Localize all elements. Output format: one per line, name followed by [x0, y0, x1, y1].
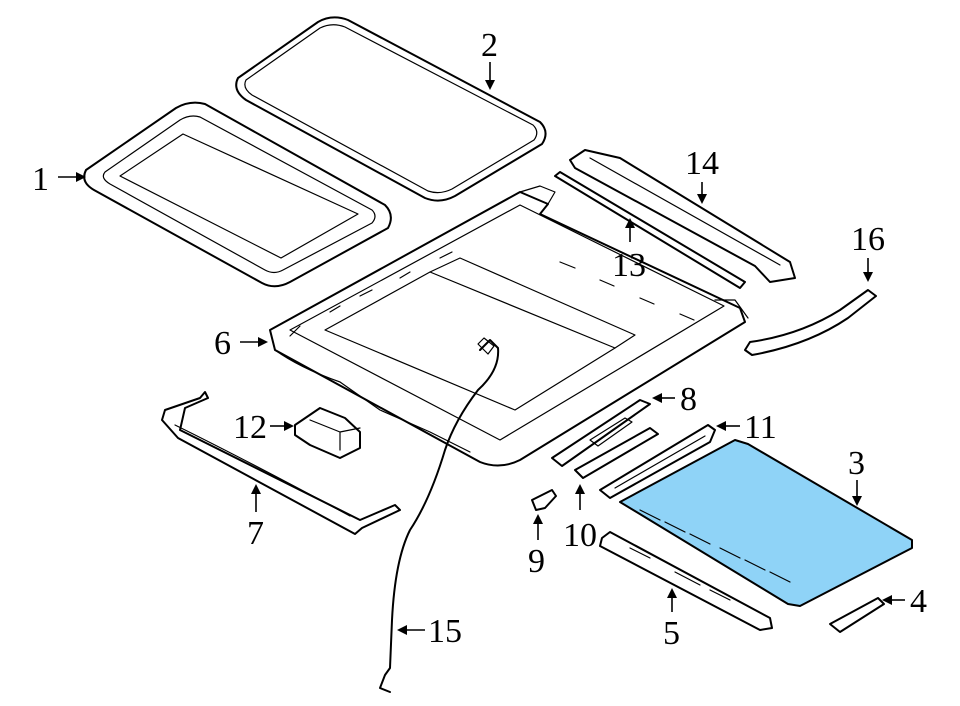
- callout-9: 9: [528, 543, 545, 580]
- callout-7: 7: [247, 515, 264, 552]
- part-1-glass-panel[interactable]: [83, 101, 392, 288]
- callout-2: 2: [481, 27, 498, 64]
- part-14-deflector[interactable]: [569, 149, 796, 283]
- callout-15: 15: [428, 613, 462, 650]
- part-7-front-guide[interactable]: [161, 391, 401, 535]
- part-8-bracket[interactable]: [551, 399, 651, 467]
- callout-3: 3: [848, 445, 865, 482]
- part-11-rail[interactable]: [599, 424, 716, 499]
- callout-13: 13: [612, 247, 646, 284]
- callout-leaders: [58, 62, 905, 635]
- callout-10: 10: [563, 517, 597, 554]
- callout-4: 4: [910, 583, 927, 620]
- part-13-drip-rail[interactable]: [554, 171, 746, 289]
- part-15-cable[interactable]: [379, 337, 500, 693]
- callout-12: 12: [233, 409, 267, 446]
- callout-11: 11: [744, 409, 777, 446]
- part-12-motor[interactable]: [294, 407, 361, 459]
- callout-1: 1: [32, 161, 49, 198]
- part-2-seal[interactable]: [235, 16, 547, 202]
- callout-8: 8: [680, 381, 697, 418]
- part-4-clip[interactable]: [829, 597, 885, 633]
- part-10-bracket[interactable]: [574, 427, 659, 479]
- callout-5: 5: [663, 615, 680, 652]
- part-9-clip[interactable]: [531, 489, 557, 511]
- callout-16: 16: [851, 221, 885, 258]
- part-5-rear-guide[interactable]: [599, 531, 773, 631]
- part-16-drain-hose[interactable]: [744, 289, 877, 356]
- callout-labels: 1 2 3 4 5 6 7 8 9 10 11 12 13 14 15 16: [32, 27, 927, 652]
- callout-14: 14: [685, 145, 719, 182]
- part-3-sunshade[interactable]: [619, 439, 913, 607]
- callout-6: 6: [214, 325, 231, 362]
- part-6-frame[interactable]: [269, 185, 749, 467]
